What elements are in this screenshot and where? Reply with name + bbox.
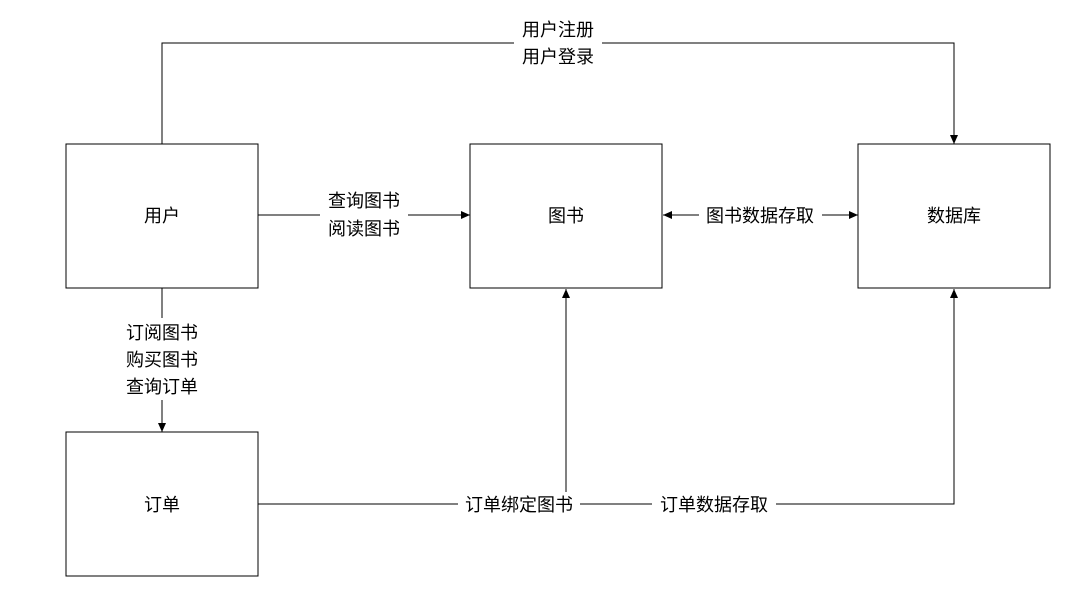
edge-label-buy-book: 购买图书 <box>126 350 198 371</box>
node-user: 用户 <box>65 143 259 289</box>
edge-label-order-data-access: 订单数据存取 <box>660 495 768 516</box>
node-label-book: 图书 <box>548 206 584 227</box>
edge-label-user-register: 用户注册 <box>522 20 594 41</box>
edge-label-bg <box>320 188 408 242</box>
edge-label-subscribe-book: 订阅图书 <box>126 323 198 344</box>
edge-label-read-book: 阅读图书 <box>328 219 400 240</box>
node-database: 数据库 <box>857 143 1051 289</box>
edge-label-bg <box>514 18 602 68</box>
edge-label-user-login: 用户登录 <box>522 47 594 68</box>
node-order: 订单 <box>65 431 259 577</box>
node-label-database: 数据库 <box>927 206 981 227</box>
edge-label-bg <box>118 318 206 400</box>
edge-label-book-data-access: 图书数据存取 <box>706 206 814 227</box>
edge-label-bg <box>699 203 822 227</box>
node-label-order: 订单 <box>144 495 180 516</box>
edge-label-query-book: 查询图书 <box>328 191 400 212</box>
edge-label-query-order: 查询订单 <box>126 377 198 398</box>
edge-order-to-database <box>566 289 958 505</box>
edge-label-bg <box>458 492 580 516</box>
edge-order-to-book <box>258 289 570 505</box>
node-book: 图书 <box>469 143 663 289</box>
edge-label-bg <box>652 492 776 516</box>
edge-label-order-bind-book: 订单绑定图书 <box>465 495 573 516</box>
node-label-user: 用户 <box>144 206 180 227</box>
